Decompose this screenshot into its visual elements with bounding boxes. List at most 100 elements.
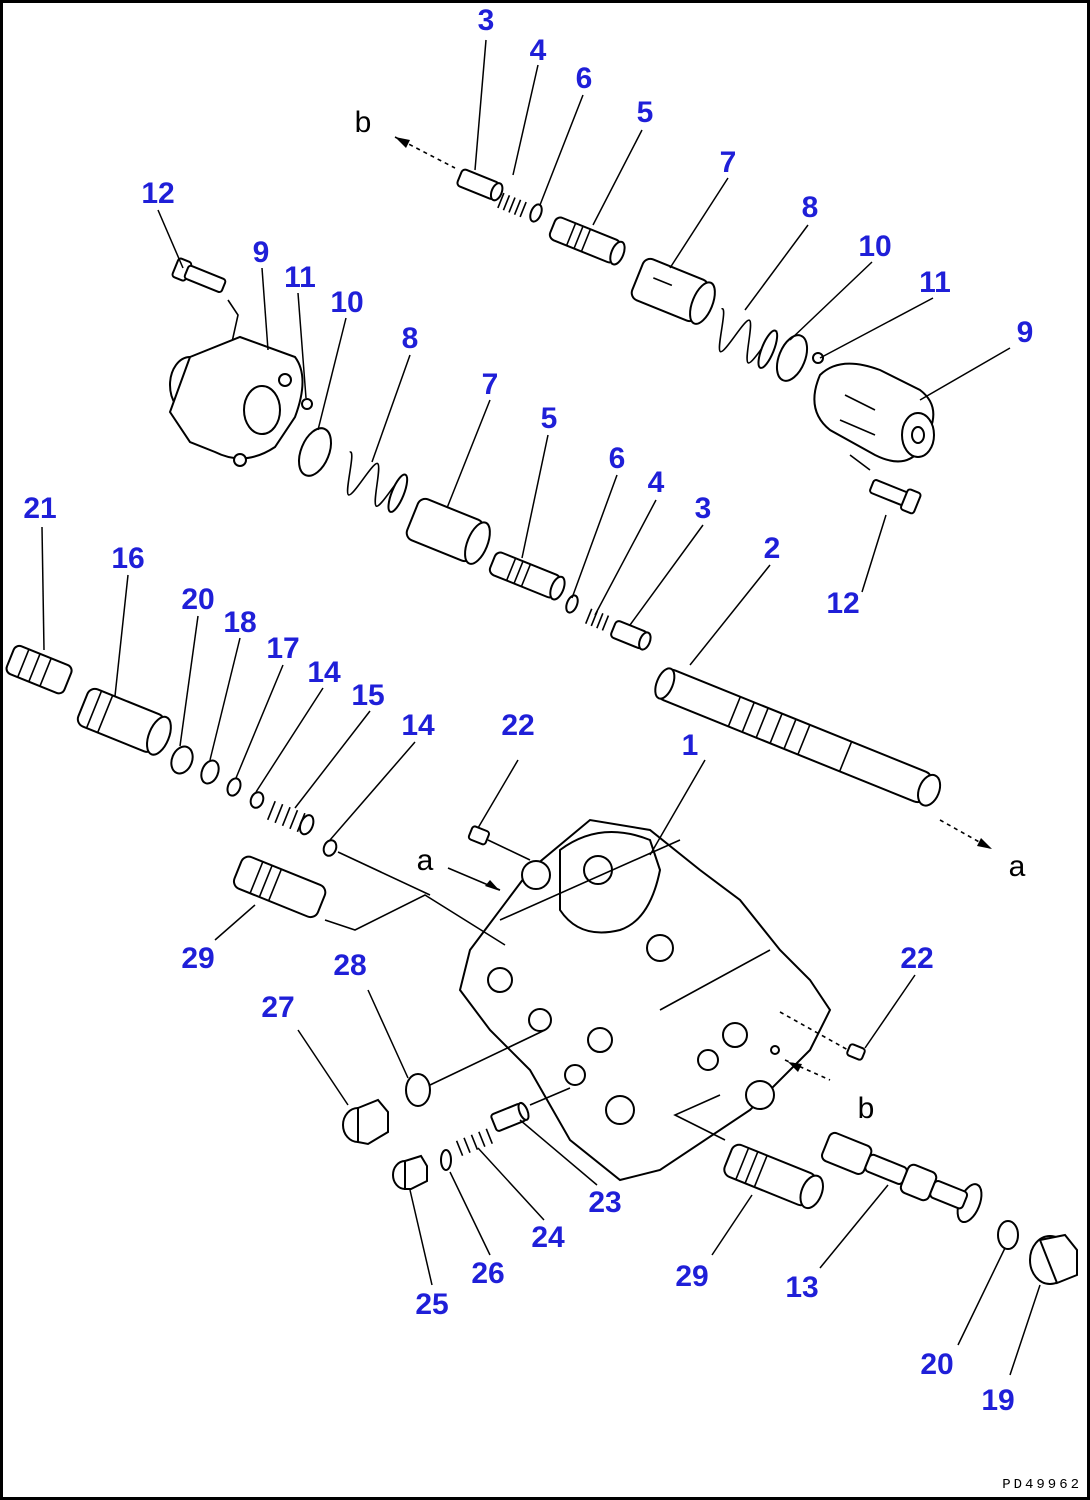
part-valve-23 (490, 1101, 530, 1132)
leader-lines (41, 39, 1041, 1376)
oring-28-axis (429, 1029, 546, 1086)
part-relief-valve-29-right (723, 1143, 824, 1210)
part-piston-5-left (488, 551, 566, 601)
callout-4-left: 4 (648, 466, 665, 499)
left-relief-assembly (5, 644, 431, 896)
callout-8-left: 8 (402, 322, 419, 355)
callout-29-left: 29 (181, 942, 214, 975)
callout-6-upper: 6 (576, 62, 593, 95)
callout-2: 2 (764, 532, 781, 565)
callout-5-left: 5 (541, 402, 558, 435)
upper-bolt-axis (849, 454, 871, 471)
callout-3-left: 3 (695, 492, 712, 525)
callout-25: 25 (415, 1288, 448, 1321)
part-ring-18 (200, 759, 220, 785)
part-spring-24 (455, 1128, 494, 1156)
part-oring-10-left (297, 427, 333, 477)
callout-4-upper: 4 (530, 34, 547, 67)
arrow-a-right (977, 838, 992, 849)
part-spring-8-upper (718, 308, 779, 369)
callout-7-upper: 7 (720, 146, 737, 179)
callout-14-right: 14 (401, 709, 435, 742)
callout-11-upper: 11 (919, 266, 951, 299)
callout-19: 19 (981, 1384, 1014, 1417)
part-ring-17 (226, 777, 242, 797)
callout-17: 17 (266, 632, 299, 665)
part-oring-10-upper (775, 334, 809, 382)
drawing-code: PD49962 (1002, 1477, 1082, 1493)
part-washer-14-left (249, 791, 265, 809)
relief-axis-line (337, 851, 431, 896)
callout-22-right: 22 (900, 942, 933, 975)
direction-label-b-right: b (858, 1092, 875, 1125)
callout-28: 28 (333, 949, 366, 982)
middle-spool-assembly (168, 257, 992, 849)
part-spring-8-left (346, 451, 409, 513)
part-ring-11-upper (812, 352, 824, 364)
part-bolt-12-left (171, 257, 227, 294)
callout-3-upper: 3 (478, 4, 495, 37)
callout-26: 26 (471, 1257, 504, 1290)
callout-29-right: 29 (675, 1260, 708, 1293)
callout-11-left: 11 (284, 261, 316, 294)
part-oring-28 (405, 1073, 431, 1107)
callout-5-upper: 5 (637, 96, 654, 129)
part-plug-19 (1029, 1233, 1078, 1285)
part-piston-5-upper (548, 216, 626, 266)
callout-24: 24 (531, 1221, 565, 1254)
callout-20-left: 20 (181, 583, 214, 616)
plug-22-upper-axis (487, 839, 531, 861)
part-plug-3-upper (456, 168, 504, 202)
part-ring-26 (440, 1149, 452, 1171)
upper-spool-assembly (394, 136, 935, 515)
callout-12-right: 12 (826, 587, 859, 620)
part-plug-22-upper (467, 825, 490, 846)
part-sleeve-16 (76, 687, 172, 756)
direction-label-a-right: a (1009, 850, 1026, 883)
part-oring-20-left (170, 745, 194, 775)
part-oring-20-right (997, 1220, 1019, 1250)
part-plug-27 (342, 1098, 389, 1146)
relief-29-right-axis (673, 1094, 726, 1141)
part-plug-25 (392, 1154, 428, 1190)
part-cover-9-upper (813, 362, 935, 463)
callout-1: 1 (682, 729, 699, 762)
callout-9-upper: 9 (1017, 316, 1034, 349)
part-ring-11-left (301, 398, 313, 410)
part-plug-22-right (846, 1043, 866, 1061)
relief-29-axis (324, 894, 506, 946)
direction-label-a-left: a (417, 844, 434, 877)
part-valve-21 (5, 644, 73, 695)
callout-6-left: 6 (609, 442, 626, 475)
part-spool-13 (821, 1131, 983, 1224)
valve-body-1 (458, 818, 832, 1182)
callout-numbers: 3 4 6 5 7 8 10 11 9 12 9 11 10 8 7 5 6 4… (23, 4, 1033, 1417)
valve-23-axis (529, 1087, 571, 1106)
callout-27: 27 (261, 991, 294, 1024)
callout-8-upper: 8 (802, 191, 819, 224)
callout-22-upper: 22 (501, 709, 534, 742)
callout-16: 16 (111, 542, 144, 575)
callout-10-upper: 10 (858, 230, 891, 263)
callout-9-left: 9 (253, 236, 270, 269)
callout-12-left: 12 (141, 177, 174, 210)
callout-15: 15 (351, 679, 384, 712)
part-washer-14-right (322, 839, 338, 857)
part-sleeve-7-left (405, 497, 491, 565)
callout-13: 13 (785, 1271, 818, 1304)
part-spring-4-left (584, 608, 610, 631)
arrow-a-left (485, 880, 500, 891)
part-spring-15 (266, 800, 315, 836)
arrow-b-right (788, 1062, 802, 1072)
part-cover-9-left (168, 335, 304, 467)
callout-20-right: 20 (920, 1348, 953, 1381)
callout-21: 21 (23, 492, 56, 525)
callout-10-left: 10 (330, 286, 363, 319)
callout-7-left: 7 (482, 368, 499, 401)
part-sleeve-7-upper (630, 257, 716, 325)
spool-axis-right (939, 819, 991, 849)
callout-23: 23 (588, 1186, 621, 1219)
